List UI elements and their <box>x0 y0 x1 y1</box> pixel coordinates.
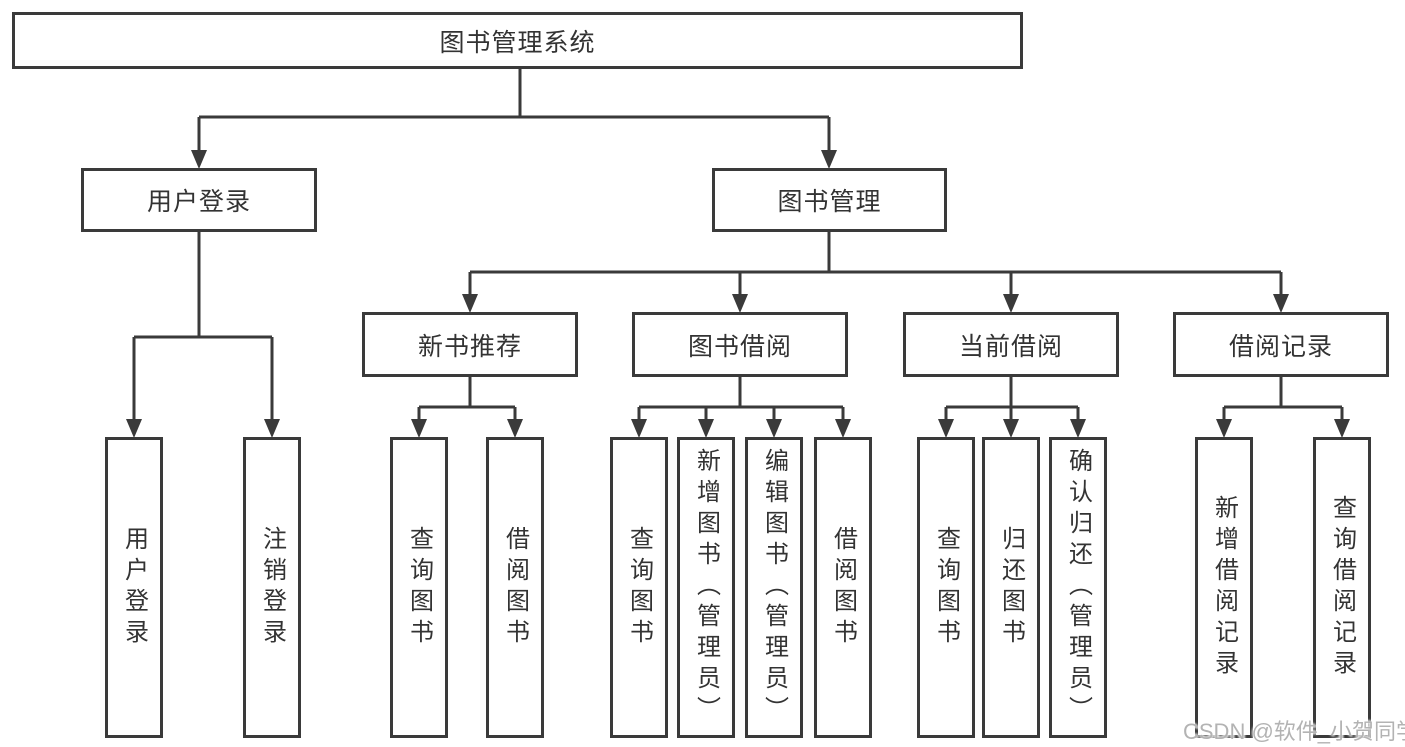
node-label: 确认归还（管理员） <box>1064 448 1092 727</box>
node-label: 新增图书（管理员） <box>692 448 720 727</box>
connector-user-login <box>132 232 274 432</box>
leaf-edit-books-admin: 编辑图书（管理员） <box>745 437 803 738</box>
arrowheads <box>126 150 1350 438</box>
node-book-borrowing: 图书借阅 <box>632 312 848 377</box>
leaf-logout: 注销登录 <box>243 437 301 738</box>
node-label: 借阅图书 <box>829 525 857 650</box>
csdn-watermark: CSDN @软件_小贺同学 <box>1183 719 1405 744</box>
node-label: 查询图书 <box>625 525 653 650</box>
node-borrowing-records: 借阅记录 <box>1173 312 1389 377</box>
node-root-library-system: 图书管理系统 <box>12 12 1023 69</box>
node-label: 查询图书 <box>932 525 960 650</box>
connector-new-books <box>417 377 517 432</box>
connector-root <box>197 69 831 163</box>
node-label: 查询图书 <box>405 525 433 650</box>
arrowhead <box>698 419 714 438</box>
node-label: 图书管理 <box>777 188 882 216</box>
node-book-management: 图书管理 <box>712 168 947 232</box>
arrowhead <box>631 419 647 438</box>
node-label: 图书借阅 <box>687 332 792 361</box>
leaf-borrow-books-recommend: 借阅图书 <box>486 437 544 738</box>
leaf-user-login: 用户登录 <box>105 437 163 738</box>
arrowhead <box>821 150 837 169</box>
node-label: 编辑图书（管理员） <box>760 448 788 727</box>
leaf-add-borrow-record: 新增借阅记录 <box>1195 437 1253 738</box>
node-label: 新书推荐 <box>417 332 522 361</box>
leaf-return-books: 归还图书 <box>982 437 1040 738</box>
node-label: 新增借阅记录 <box>1210 494 1238 681</box>
leaf-confirm-return-admin: 确认归还（管理员） <box>1049 437 1107 738</box>
arrowhead <box>411 419 427 438</box>
node-label: 用户登录 <box>120 525 148 650</box>
arrowhead <box>126 419 142 438</box>
node-label: 注销登录 <box>258 525 286 650</box>
node-label: 当前借阅 <box>958 332 1063 361</box>
arrowhead <box>1003 419 1019 438</box>
node-label: 用户登录 <box>146 188 251 216</box>
arrowhead <box>191 150 207 169</box>
leaf-query-books-recommend: 查询图书 <box>390 437 448 738</box>
connector-borrowing-records <box>1222 377 1344 432</box>
arrowhead <box>766 419 782 438</box>
arrowhead <box>1070 419 1086 438</box>
leaf-borrow-books: 借阅图书 <box>814 437 872 738</box>
node-new-book-recommend: 新书推荐 <box>362 312 578 377</box>
node-label: 借阅图书 <box>501 525 529 650</box>
arrowhead <box>938 419 954 438</box>
arrowhead <box>1216 419 1232 438</box>
arrowhead <box>1273 294 1289 313</box>
node-user-login: 用户登录 <box>81 168 317 232</box>
connector-book-borrowing <box>637 377 845 432</box>
node-label: 借阅记录 <box>1228 332 1333 361</box>
leaf-query-books-current: 查询图书 <box>917 437 975 738</box>
arrowhead <box>1003 294 1019 313</box>
leaf-query-books-borrowing: 查询图书 <box>610 437 668 738</box>
connector-book-management <box>468 232 1283 307</box>
arrowhead <box>462 294 478 313</box>
node-current-borrowing: 当前借阅 <box>903 312 1119 377</box>
arrowhead <box>1334 419 1350 438</box>
arrowhead <box>732 294 748 313</box>
leaf-add-books-admin: 新增图书（管理员） <box>677 437 735 738</box>
arrowhead <box>835 419 851 438</box>
node-label: 图书管理系统 <box>439 28 596 57</box>
arrowhead <box>264 419 280 438</box>
arrowhead <box>507 419 523 438</box>
node-label: 查询借阅记录 <box>1328 494 1356 681</box>
node-label: 归还图书 <box>997 525 1025 650</box>
leaf-query-borrow-record: 查询借阅记录 <box>1313 437 1371 738</box>
